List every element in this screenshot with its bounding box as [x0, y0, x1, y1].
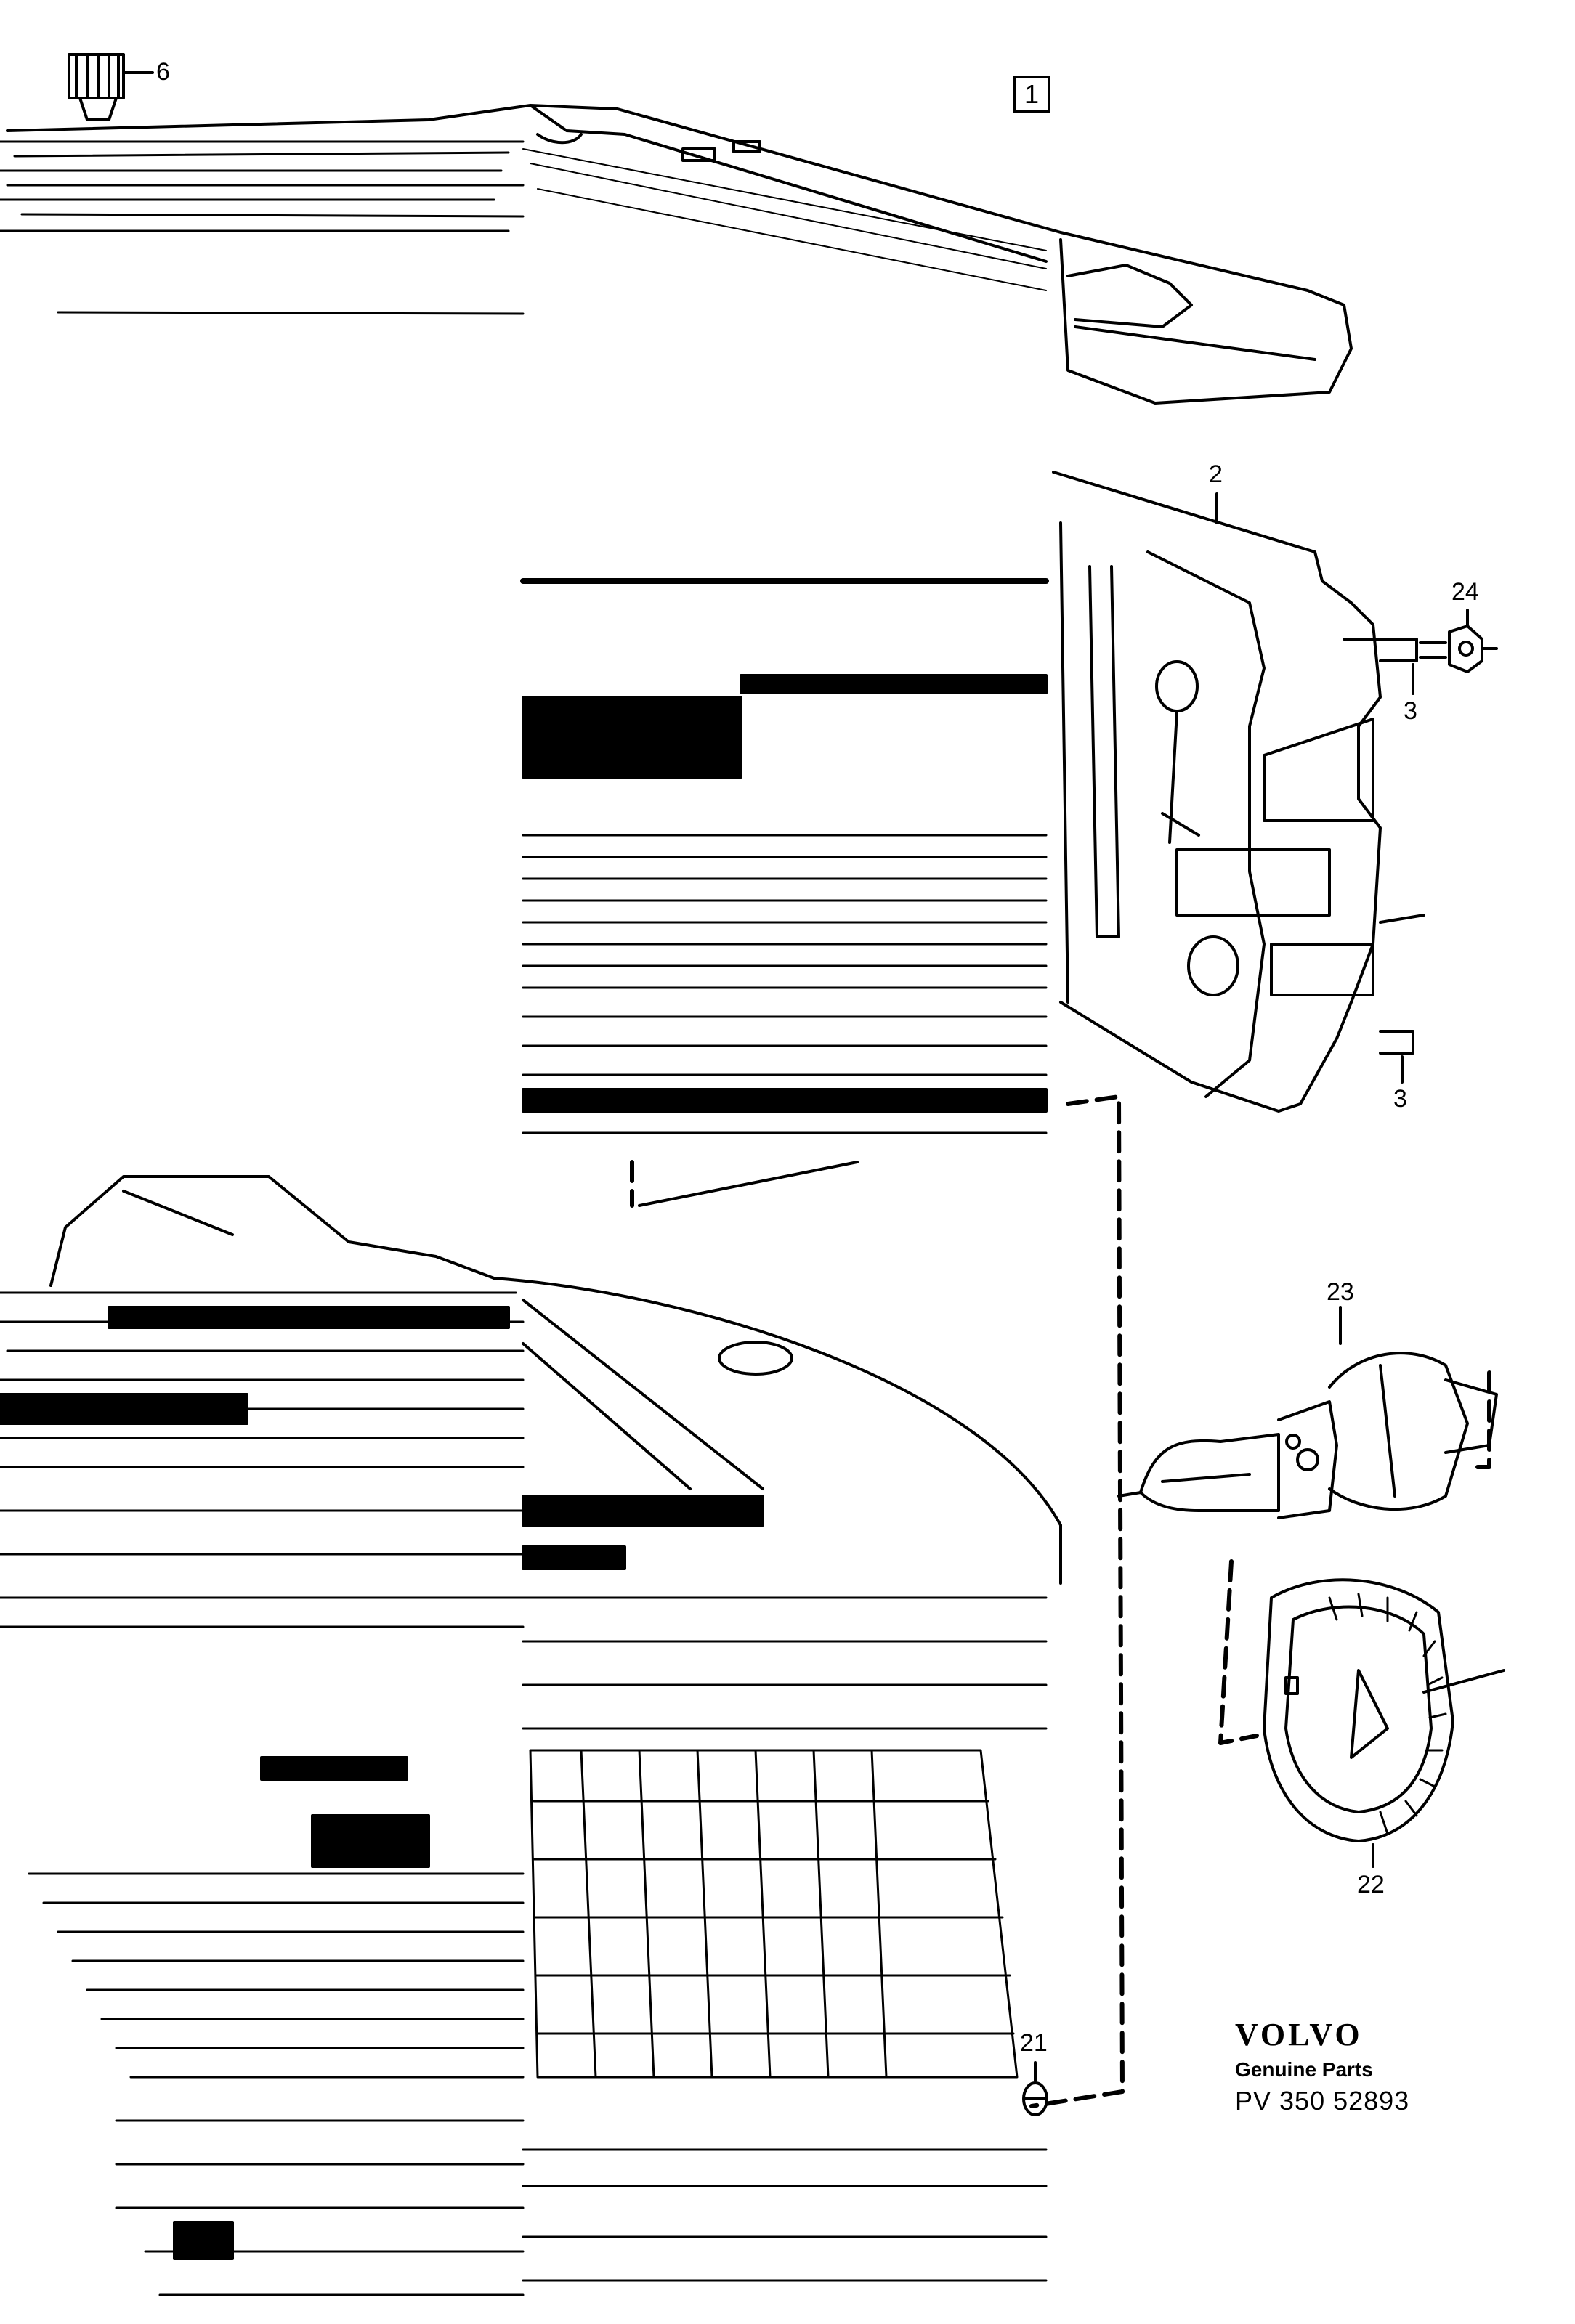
callout-21: 21: [1020, 2029, 1048, 2057]
callout-3-lower: 3: [1393, 1085, 1407, 1113]
bulb: [1117, 1306, 1498, 1519]
assembly-lines: [630, 1094, 1491, 2108]
callout-23: 23: [1327, 1278, 1354, 1306]
housing-left: [0, 1175, 525, 2296]
trim-strip: [0, 53, 1353, 405]
headlamp-fragments: [493, 578, 1062, 2282]
callout-2: 2: [1209, 460, 1223, 488]
retaining-ring: [1263, 1578, 1505, 1868]
callout-6: 6: [156, 58, 170, 86]
callout-22: 22: [1357, 1871, 1385, 1898]
volvo-logo: VOLVO: [1235, 2017, 1363, 2052]
group-number-box: 1: [1013, 76, 1050, 113]
callout-3-upper: 3: [1404, 697, 1417, 725]
parts-reference-number: PV 350 52893: [1235, 2086, 1410, 2116]
screw: [1022, 2061, 1048, 2116]
volvo-brand-block: VOLVO Genuine Parts PV 350 52893: [1235, 2019, 1409, 2116]
headlamp-bracket: [1052, 471, 1498, 1113]
callout-24: 24: [1451, 578, 1479, 606]
genuine-parts-label: Genuine Parts: [1235, 2058, 1373, 2081]
